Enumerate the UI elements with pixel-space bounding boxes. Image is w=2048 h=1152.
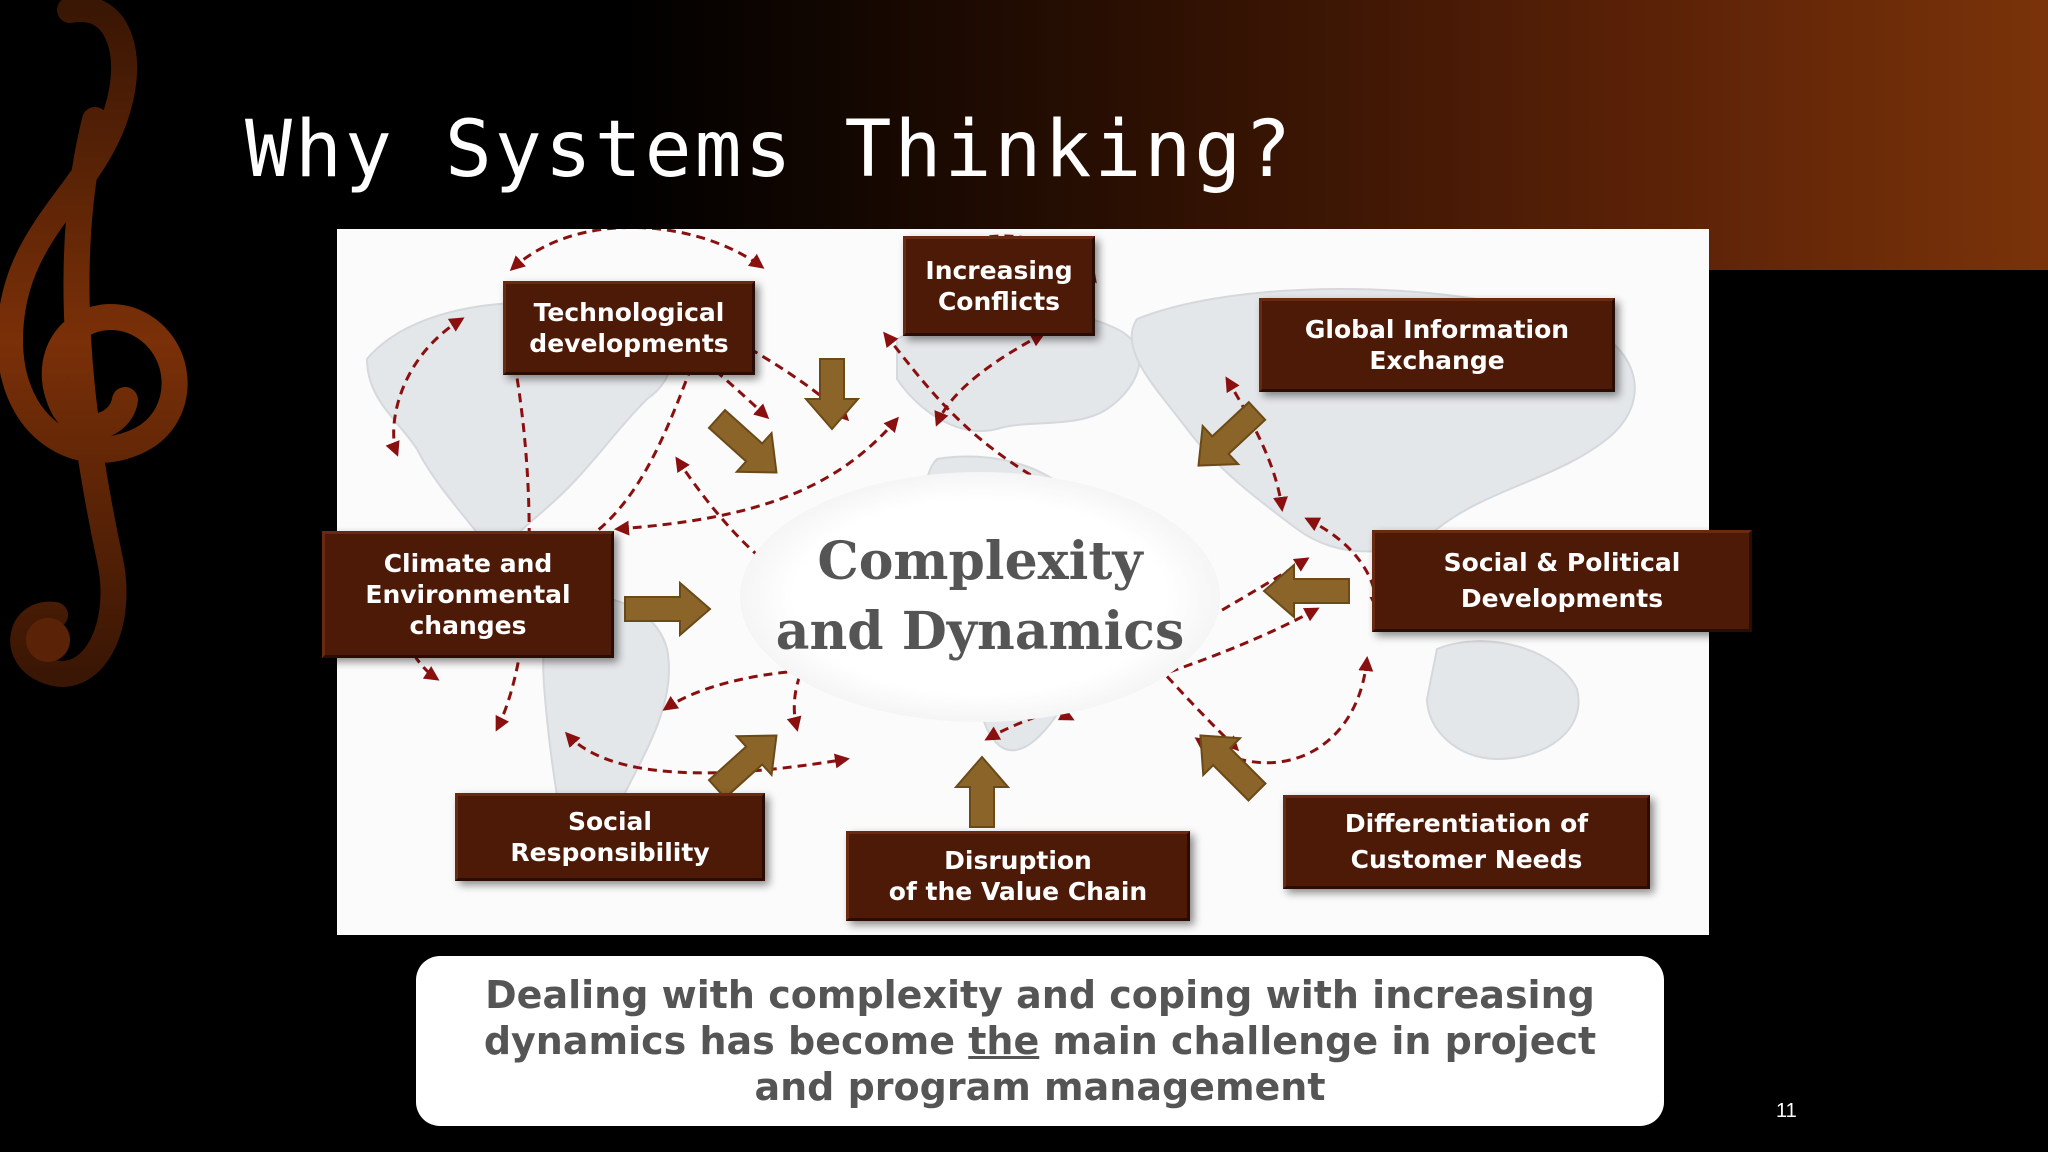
node-label: Conflicts — [937, 287, 1061, 316]
center-complexity-dynamics: Complexity and Dynamics — [740, 472, 1220, 722]
node-technological-developments: Technological developments — [503, 281, 755, 375]
node-social-political-developments: Social & Political Developments — [1372, 530, 1752, 632]
node-climate-environmental: Climate and Environmental changes — [322, 531, 614, 658]
center-line-1: Complexity — [817, 531, 1143, 592]
arrow-from-global — [1197, 400, 1267, 467]
node-label: Technological — [533, 298, 725, 327]
node-label: Customer Needs — [1350, 845, 1583, 874]
callout-emphasis: the — [968, 1019, 1040, 1063]
callout-line-1: Dealing with complexity and coping with … — [485, 973, 1595, 1017]
arrow-from-social-political — [1262, 562, 1350, 620]
node-differentiation-customer-needs: Differentiation of Customer Needs — [1283, 795, 1650, 889]
node-label: Increasing — [925, 256, 1073, 285]
treble-clef-icon — [0, 0, 188, 687]
arrow-from-disruption — [953, 755, 1011, 828]
node-label: Social & Political — [1443, 548, 1681, 577]
page-number: 11 — [1776, 1100, 1797, 1122]
arrow-from-tech — [707, 408, 778, 474]
node-label: changes — [409, 611, 527, 640]
arrow-from-conflicts — [803, 358, 861, 431]
arrow-from-differentiation — [1199, 734, 1267, 802]
node-disruption-value-chain: Disruption of the Value Chain — [846, 831, 1190, 921]
node-label: Differentiation of — [1344, 809, 1589, 838]
callout-line-3: and program management — [754, 1065, 1326, 1109]
node-label: developments — [529, 329, 729, 358]
callout-line-2: dynamics has become the main challenge i… — [484, 1018, 1596, 1064]
arrow-from-social-resp — [707, 734, 778, 800]
header-gradient-band — [0, 0, 2048, 270]
node-label: Responsibility — [510, 838, 710, 867]
slide-title: Why Systems Thinking? — [245, 105, 1295, 195]
node-global-information-exchange: Global Information Exchange — [1259, 298, 1615, 392]
node-label: Climate and — [383, 549, 553, 578]
node-label: Disruption — [944, 846, 1092, 875]
node-label: Global Information — [1304, 315, 1570, 344]
block-arrows — [624, 358, 1350, 828]
callout-line-2-pre: dynamics has become — [483, 1019, 969, 1063]
node-label: Environmental — [365, 580, 571, 609]
node-label: Exchange — [1369, 346, 1505, 375]
node-label: Developments — [1460, 584, 1664, 613]
callout-line-2-post: main challenge in project — [1039, 1019, 1597, 1063]
callout-box: Dealing with complexity and coping with … — [416, 956, 1664, 1126]
center-line-2: and Dynamics — [775, 601, 1185, 662]
node-label: of the Value Chain — [888, 877, 1148, 906]
node-social-responsibility: Social Responsibility — [455, 793, 765, 881]
node-increasing-conflicts: Increasing Conflicts — [903, 236, 1095, 336]
arrow-from-climate — [624, 580, 712, 638]
node-label: Social — [567, 807, 652, 836]
